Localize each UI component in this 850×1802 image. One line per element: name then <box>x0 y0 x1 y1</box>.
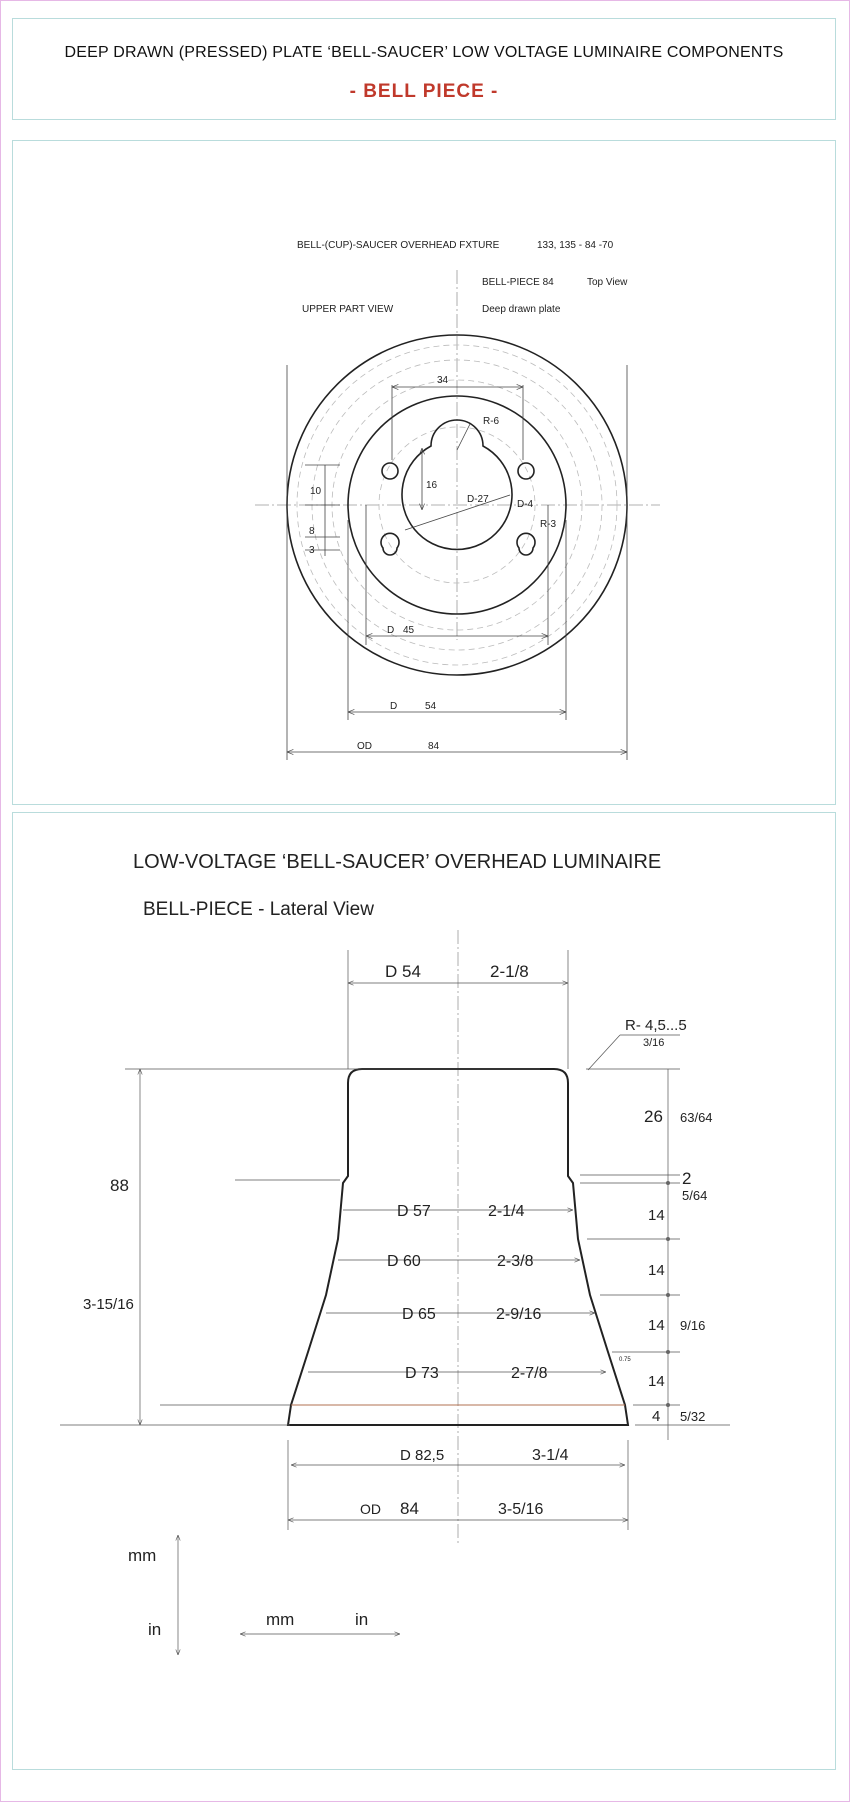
row-4-mm: D 82,5 <box>400 1447 444 1464</box>
dim-d54-in: 2-1/8 <box>490 962 529 981</box>
row-4-in: 3-1/4 <box>532 1447 569 1464</box>
upper-part-label: UPPER PART VIEW <box>302 304 394 315</box>
h-4-in: 5/32 <box>680 1409 705 1424</box>
row-3-mm: D 73 <box>405 1365 439 1382</box>
row-0-mm: D 57 <box>397 1203 431 1220</box>
radius-in: 3/16 <box>643 1037 664 1049</box>
dim-r3: R-3 <box>540 519 557 530</box>
dim-10: 10 <box>310 486 322 497</box>
dim-34: 34 <box>437 375 449 386</box>
radius-label: R- 4,5...5 <box>625 1017 687 1034</box>
h-26-in: 63/64 <box>680 1110 713 1125</box>
h-2-in: 5/64 <box>682 1188 707 1203</box>
h-2-mm: 2 <box>682 1169 691 1188</box>
od-in: 3-5/16 <box>498 1501 543 1518</box>
h-14a-mm: 14 <box>648 1207 665 1224</box>
dim-d54: D 54 <box>385 962 421 981</box>
dim-d45-label: D <box>387 625 394 636</box>
dim-d54-label: D <box>390 701 397 712</box>
dim-od: 84 <box>428 741 440 752</box>
document-subtitle: - BELL PIECE - <box>349 81 499 102</box>
row-1-mm: D 60 <box>387 1253 421 1270</box>
dim-8: 8 <box>309 526 315 537</box>
codes-label: 133, 135 - 84 -70 <box>537 240 614 251</box>
piece-label: BELL-PIECE 84 <box>482 277 554 288</box>
height-mm: 88 <box>110 1176 129 1195</box>
legend-mm-horizontal: mm <box>266 1610 294 1629</box>
dim-d4: D-4 <box>517 499 534 510</box>
fixture-label: BELL-(CUP)-SAUCER OVERHEAD FXTURE <box>297 240 500 251</box>
od-label: OD <box>360 1501 381 1517</box>
document-title: DEEP DRAWN (PRESSED) PLATE ‘BELL-SAUCER’… <box>64 44 784 61</box>
h-14c-mm: 14 <box>648 1317 665 1334</box>
thickness-label: 0.75 <box>619 1357 631 1363</box>
legend-in-vertical: in <box>148 1620 161 1639</box>
dim-3: 3 <box>309 545 315 556</box>
lateral-view-panel <box>12 812 836 1770</box>
row-0-in: 2-1/4 <box>488 1203 525 1220</box>
h-14c-in: 9/16 <box>680 1318 705 1333</box>
height-in: 3-15/16 <box>83 1296 134 1313</box>
lateral-title: LOW-VOLTAGE ‘BELL-SAUCER’ OVERHEAD LUMIN… <box>133 851 661 873</box>
row-2-in: 2-9/16 <box>496 1306 541 1323</box>
dim-d45: 45 <box>403 625 415 636</box>
h-26-mm: 26 <box>644 1107 663 1126</box>
dim-d54: 54 <box>425 701 437 712</box>
row-1-in: 2-3/8 <box>497 1253 534 1270</box>
od-mm: 84 <box>400 1499 419 1518</box>
top-view-drawing: BELL-(CUP)-SAUCER OVERHEAD FXTURE 133, 1… <box>255 240 660 760</box>
row-2-mm: D 65 <box>402 1306 436 1323</box>
legend-mm-vertical: mm <box>128 1546 156 1565</box>
dim-r6: R-6 <box>483 416 500 427</box>
legend-in-horizontal: in <box>355 1610 368 1629</box>
row-3-in: 2-7/8 <box>511 1365 548 1382</box>
h-14b-mm: 14 <box>648 1262 665 1279</box>
view-label: Top View <box>587 277 628 288</box>
h-4-mm: 4 <box>652 1408 660 1425</box>
header-panel: DEEP DRAWN (PRESSED) PLATE ‘BELL-SAUCER’… <box>12 18 836 120</box>
dim-d27: D-27 <box>467 494 489 505</box>
dim-16: 16 <box>426 480 438 491</box>
lateral-view-drawing: LOW-VOLTAGE ‘BELL-SAUCER’ OVERHEAD LUMIN… <box>60 851 730 1655</box>
h-14d-mm: 14 <box>648 1373 665 1390</box>
dim-od-label: OD <box>357 741 372 752</box>
top-view-panel <box>12 140 836 805</box>
lateral-subtitle: BELL-PIECE - Lateral View <box>143 899 374 920</box>
material-label: Deep drawn plate <box>482 304 561 315</box>
